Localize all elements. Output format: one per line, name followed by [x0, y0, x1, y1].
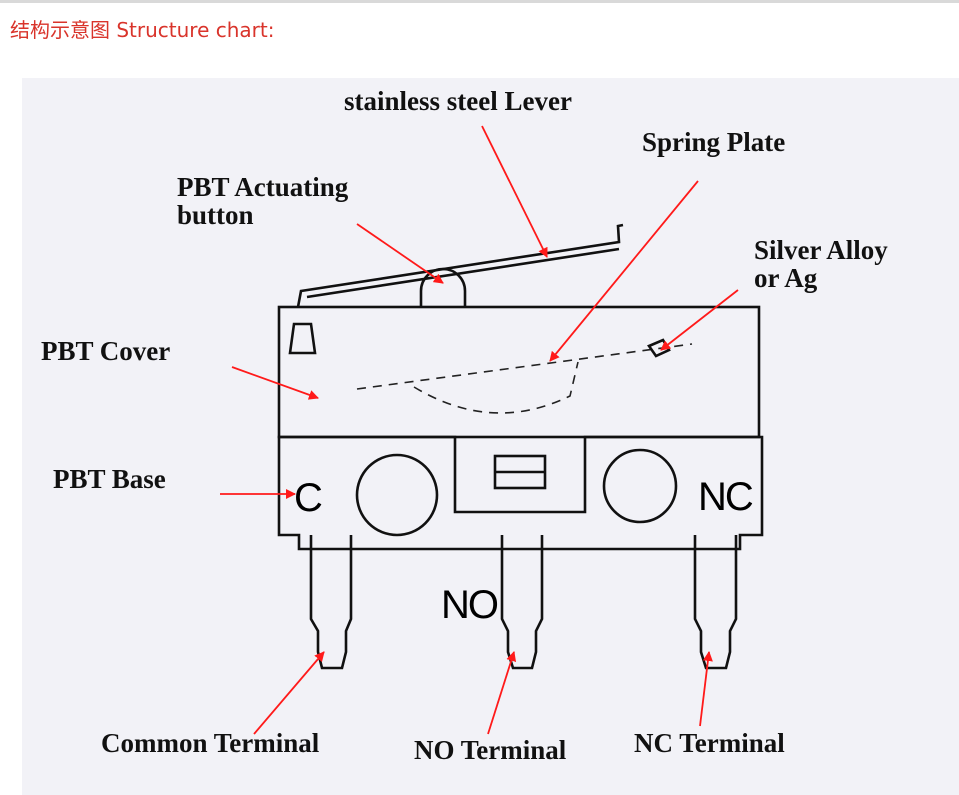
label-actuator-line2: button	[177, 200, 254, 230]
label-nc-terminal: NC Terminal	[634, 728, 785, 758]
label-no-terminal: NO Terminal	[414, 735, 567, 765]
label-spring-plate: Spring Plate	[642, 127, 785, 157]
label-base: PBT Base	[53, 464, 166, 494]
label-common-terminal: Common Terminal	[101, 728, 320, 758]
cover-arrow	[231, 366, 319, 400]
spring-plate-curve	[413, 361, 579, 414]
common-terminal-pin	[309, 535, 353, 670]
label-silver-line2: or Ag	[754, 263, 818, 293]
common-arrow	[253, 651, 325, 735]
mounting-hole-left	[355, 453, 439, 537]
label-lever: stainless steel Lever	[344, 86, 572, 116]
lever-arrow	[481, 125, 548, 258]
cover-latch	[288, 322, 317, 355]
label-actuator-line1: PBT Actuating	[177, 172, 349, 202]
lever-outline	[296, 223, 624, 308]
terminal-mark-c: C	[294, 476, 322, 520]
actuator-arrow	[356, 223, 444, 284]
silver-arrow	[660, 289, 739, 351]
label-silver-line1: Silver Alloy	[754, 235, 888, 265]
terminal-mark-nc: NC	[698, 475, 753, 519]
label-cover: PBT Cover	[41, 336, 170, 366]
lever-edge	[306, 247, 620, 299]
spring-arrow	[549, 180, 699, 362]
no-arrow	[487, 651, 517, 735]
nc-arrow	[699, 651, 713, 727]
page-heading: 结构示意图 Structure chart:	[10, 18, 275, 42]
spring-plate-top	[356, 343, 693, 390]
nc-terminal-pin	[693, 535, 738, 670]
terminal-mark-no: NO	[441, 583, 498, 627]
top-divider	[0, 0, 959, 3]
base-outline	[277, 435, 764, 551]
mounting-hole-right	[602, 448, 678, 524]
microswitch-drawing: C NO NC stainless steel Lever Spring Pla…	[41, 86, 888, 765]
cover-outline	[277, 305, 761, 439]
no-terminal-pin	[500, 535, 544, 670]
structure-diagram: C NO NC stainless steel Lever Spring Pla…	[22, 78, 959, 795]
